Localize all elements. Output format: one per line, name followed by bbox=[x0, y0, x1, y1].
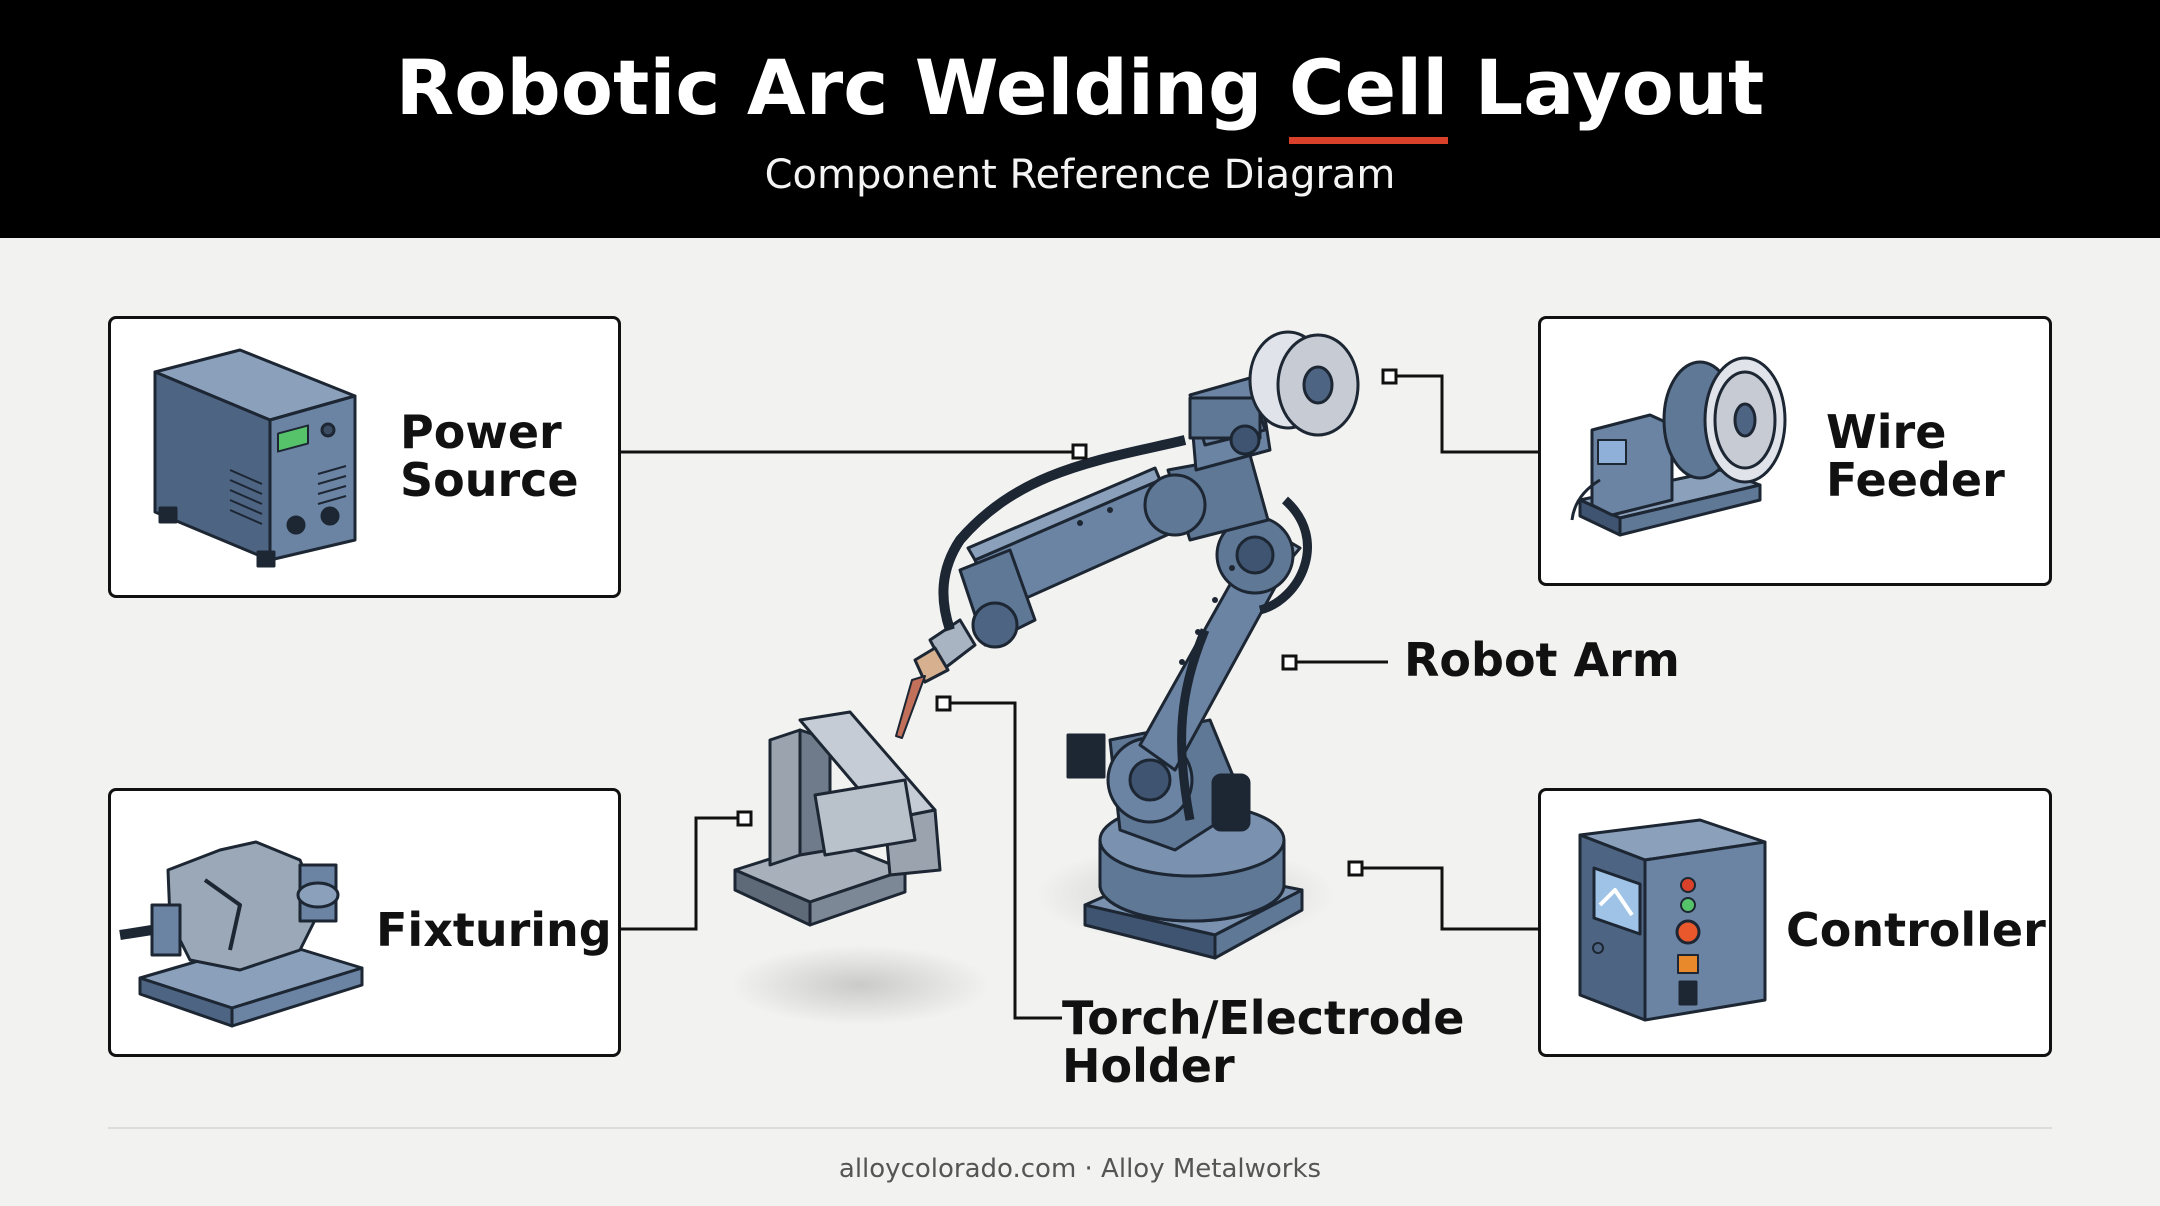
connector-lines bbox=[621, 368, 1538, 1020]
header-bar: Robotic Arc Welding Cell Layout Componen… bbox=[0, 0, 2160, 238]
workpiece-fixture-illustration bbox=[730, 710, 990, 1025]
controller-label: Controller bbox=[1786, 903, 2046, 957]
title-accent-word: Cell bbox=[1288, 38, 1449, 144]
footer-credit: alloycolorado.com · Alloy Metalworks bbox=[838, 1154, 1322, 1184]
page-subtitle: Component Reference Diagram bbox=[764, 152, 1396, 198]
fixturing-label: Fixturing bbox=[376, 903, 612, 957]
fixturing-icon bbox=[119, 840, 364, 1028]
power-source-icon bbox=[153, 348, 357, 568]
footer-divider bbox=[108, 1127, 2052, 1129]
wire-feeder-icon bbox=[1570, 356, 1787, 537]
torch-callout: Torch/Electrode Holder bbox=[1062, 991, 1465, 1093]
controller-icon bbox=[1578, 818, 1767, 1022]
title-part-2: Layout bbox=[1448, 43, 1765, 132]
power-source-label: Power Source bbox=[400, 405, 579, 507]
page-title: Robotic Arc Welding Cell Layout bbox=[0, 38, 2160, 144]
robot-arm-callout: Robot Arm bbox=[1404, 633, 1680, 687]
title-part-1: Robotic Arc Welding bbox=[395, 43, 1289, 132]
wire-feeder-label: Wire Feeder bbox=[1826, 405, 2005, 507]
robot-arm-illustration bbox=[895, 330, 1360, 960]
